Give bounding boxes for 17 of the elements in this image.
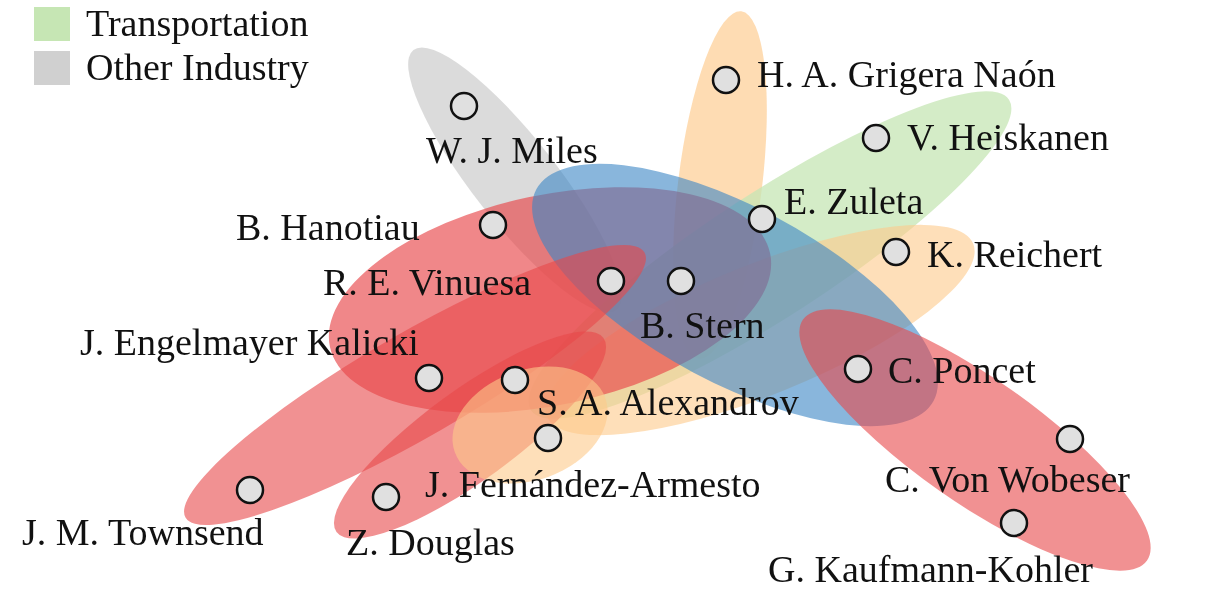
person-name: H. A. Grigera Naón xyxy=(757,52,1056,96)
person-name: Z. Douglas xyxy=(346,520,515,564)
person-name: C. Von Wobeser xyxy=(885,457,1130,501)
person-name: W. J. Miles xyxy=(426,128,598,172)
person-name: R. E. Vinuesa xyxy=(323,260,532,304)
person-name: S. A. Alexandrov xyxy=(537,380,799,424)
person-name: V. Heiskanen xyxy=(907,115,1109,159)
legend-label: Transportation xyxy=(86,1,309,45)
person-name: K. Reichert xyxy=(927,232,1103,276)
person-name: J. Fernández-Armesto xyxy=(425,462,761,506)
legend-label: Other Industry xyxy=(86,45,309,89)
person-name: J. Engelmayer Kalicki xyxy=(80,320,419,364)
person-name: G. Kaufmann-Kohler xyxy=(768,547,1093,589)
person-name: E. Zuleta xyxy=(784,179,924,223)
person-name: B. Stern xyxy=(640,303,765,347)
person-name: J. M. Townsend xyxy=(22,510,264,554)
person-name: B. Hanotiau xyxy=(236,205,420,249)
